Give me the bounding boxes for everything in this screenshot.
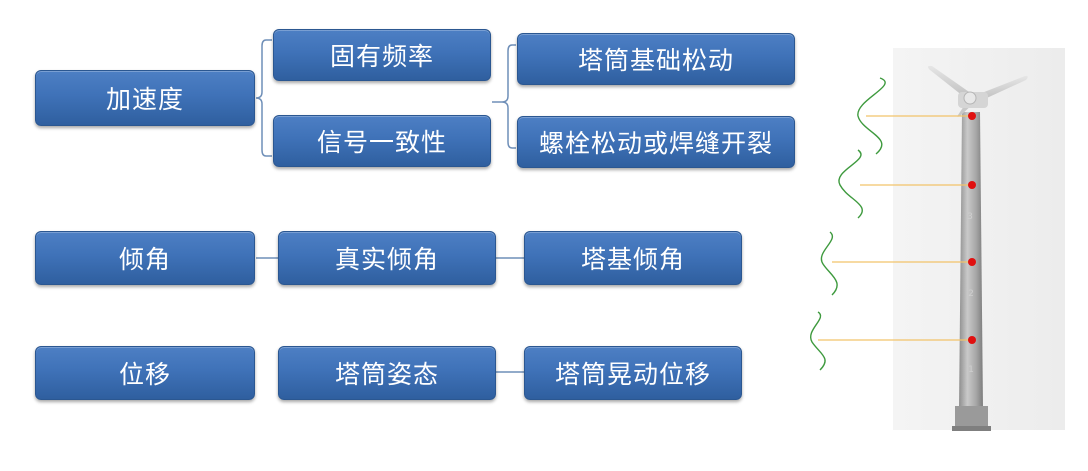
tower-section-number-3: 3 xyxy=(967,212,973,222)
sensor-dot-4 xyxy=(968,336,976,344)
node-displacement: 位移 xyxy=(35,346,255,400)
tower-foot xyxy=(952,426,991,431)
node-bolt-weld-crack: 螺栓松动或焊缝开裂 xyxy=(517,116,795,168)
vibration-wave-1 xyxy=(857,77,886,155)
node-true-tilt: 真实倾角 xyxy=(278,231,496,285)
node-natural-frequency: 固有频率 xyxy=(273,29,491,81)
node-signal-consistency: 信号一致性 xyxy=(273,115,491,167)
node-tower-sway: 塔筒晃动位移 xyxy=(524,346,742,400)
sensor-dot-1 xyxy=(968,112,976,120)
vibration-wave-4 xyxy=(809,311,826,371)
node-foundation-loosening: 塔筒基础松动 xyxy=(517,33,795,85)
sensor-dot-2 xyxy=(968,181,976,189)
node-tower-attitude: 塔筒姿态 xyxy=(278,346,496,400)
node-base-tilt: 塔基倾角 xyxy=(524,231,742,285)
node-acceleration: 加速度 xyxy=(35,70,255,126)
blade-left xyxy=(927,65,972,100)
sensor-dot-3 xyxy=(968,258,976,266)
node-tilt: 倾角 xyxy=(35,231,255,285)
brace-acceleration xyxy=(255,39,272,157)
tower-section-number-2: 2 xyxy=(968,289,974,299)
tower-section-number-1: 1 xyxy=(968,365,974,375)
hub xyxy=(963,91,977,105)
vibration-wave-3 xyxy=(820,231,838,296)
vibration-wave-2 xyxy=(838,149,863,219)
